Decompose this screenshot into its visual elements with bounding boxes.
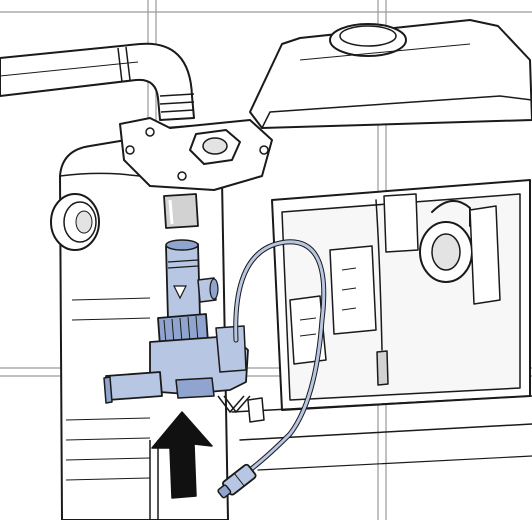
cable-connector [217, 463, 257, 499]
cistern-lid [249, 19, 532, 129]
supply-pipe [0, 42, 195, 121]
sensor-cable-highlighted [217, 239, 327, 499]
inspection-opening [271, 179, 531, 411]
flow-direction-triangle-icon [173, 285, 187, 300]
fill-valve-highlighted [103, 239, 251, 414]
valve-mount-block [119, 117, 273, 229]
arrow-up-icon [151, 411, 213, 499]
lower-frame [231, 395, 532, 471]
